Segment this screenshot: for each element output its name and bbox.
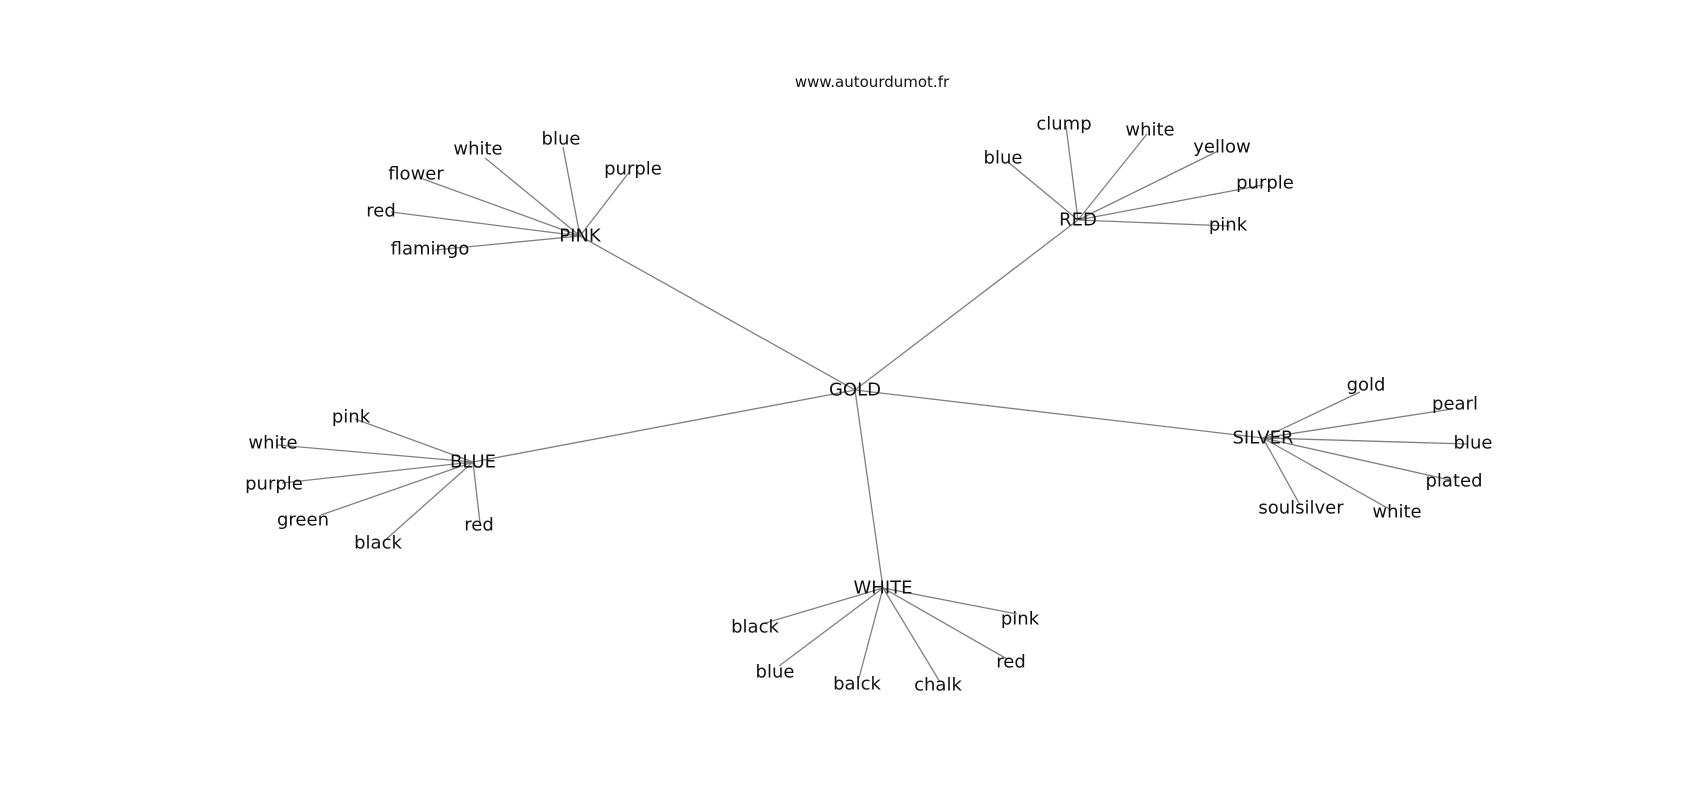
leaf-node-blue-red[interactable]: red xyxy=(464,515,494,536)
leaf-node-red-blue[interactable]: blue xyxy=(984,148,1023,169)
edge-pink-red xyxy=(390,211,581,237)
hub-node-white[interactable]: WHITE xyxy=(853,578,912,599)
edge-white-chalk xyxy=(882,587,941,683)
leaf-node-white-red[interactable]: red xyxy=(996,652,1026,673)
edge-pink-purple xyxy=(579,170,631,237)
hub-node-blue[interactable]: BLUE xyxy=(450,452,496,473)
edge-red-white xyxy=(1077,133,1148,221)
leaf-node-silver-white[interactable]: white xyxy=(1372,502,1421,523)
leaf-node-pink-red[interactable]: red xyxy=(366,201,396,222)
edge-silver-gold xyxy=(1262,391,1361,439)
edge-silver-plated xyxy=(1262,437,1451,481)
edge-gold-red xyxy=(854,219,1079,391)
leaf-node-blue-black[interactable]: black xyxy=(354,533,402,554)
edge-white-pink xyxy=(882,587,1018,615)
site-label[interactable]: www.autourdumot.fr xyxy=(795,73,950,91)
leaf-node-red-clump[interactable]: clump xyxy=(1036,114,1091,135)
edge-gold-silver xyxy=(854,389,1264,439)
edge-white-balck xyxy=(858,587,884,679)
edge-gold-pink xyxy=(579,235,856,391)
graph-edges xyxy=(276,125,1469,683)
edge-silver-pearl xyxy=(1262,408,1453,439)
edge-silver-white xyxy=(1262,437,1392,511)
leaf-node-silver-gold[interactable]: gold xyxy=(1347,375,1386,396)
edge-red-pink xyxy=(1077,219,1231,227)
edge-pink-blue xyxy=(562,146,581,237)
leaf-node-pink-purple[interactable]: purple xyxy=(604,159,662,180)
leaf-node-red-white[interactable]: white xyxy=(1125,120,1174,141)
leaf-node-silver-blue[interactable]: blue xyxy=(1454,433,1493,454)
leaf-node-blue-green[interactable]: green xyxy=(277,510,329,531)
edge-silver-blue xyxy=(1262,437,1469,445)
leaf-node-white-balck[interactable]: balck xyxy=(833,674,881,695)
leaf-node-silver-pearl[interactable]: pearl xyxy=(1432,394,1478,415)
edge-white-blue xyxy=(778,587,884,667)
leaf-node-blue-pink[interactable]: pink xyxy=(332,407,371,428)
edge-gold-white xyxy=(854,389,884,589)
hub-node-red[interactable]: RED xyxy=(1059,210,1097,231)
hub-node-pink[interactable]: PINK xyxy=(559,226,602,247)
leaf-node-red-yellow[interactable]: yellow xyxy=(1193,137,1250,158)
edge-red-clump xyxy=(1065,125,1079,221)
edge-gold-blue xyxy=(472,389,856,463)
edge-pink-flamingo xyxy=(434,235,581,251)
edge-blue-pink xyxy=(354,418,474,463)
edge-pink-flower xyxy=(422,178,581,237)
leaf-node-pink-flamingo[interactable]: flamingo xyxy=(391,239,470,260)
edge-silver-soulsilver xyxy=(1262,437,1301,506)
leaf-node-blue-white[interactable]: white xyxy=(248,433,297,454)
leaf-node-white-blue[interactable]: blue xyxy=(756,662,795,683)
leaf-node-pink-flower[interactable]: flower xyxy=(388,164,444,185)
leaf-node-red-pink[interactable]: pink xyxy=(1209,215,1248,236)
edge-red-purple xyxy=(1077,184,1264,221)
edge-red-yellow xyxy=(1077,150,1219,221)
graph-labels: www.autourdumot.fr white blue purple flower… xyxy=(245,73,1492,696)
edge-blue-black xyxy=(382,461,474,543)
leaf-node-pink-blue[interactable]: blue xyxy=(542,129,581,150)
leaf-node-white-chalk[interactable]: chalk xyxy=(914,675,962,696)
center-node[interactable]: GOLD xyxy=(829,380,881,401)
edge-red-blue xyxy=(1007,161,1079,221)
edge-pink-white xyxy=(484,157,581,237)
leaf-node-red-purple[interactable]: purple xyxy=(1236,173,1294,194)
leaf-node-pink-white[interactable]: white xyxy=(453,139,502,160)
edge-white-black xyxy=(761,587,884,625)
edge-blue-green xyxy=(320,461,474,516)
leaf-node-silver-plated[interactable]: plated xyxy=(1425,471,1482,492)
leaf-node-white-pink[interactable]: pink xyxy=(1001,609,1040,630)
edge-blue-white xyxy=(276,444,474,463)
leaf-node-white-black[interactable]: black xyxy=(731,617,779,638)
leaf-node-blue-purple[interactable]: purple xyxy=(245,474,303,495)
edge-white-red xyxy=(882,587,1008,660)
hub-node-silver[interactable]: SILVER xyxy=(1233,428,1294,449)
leaf-node-silver-soulsilver[interactable]: soulsilver xyxy=(1258,498,1344,519)
edge-blue-purple xyxy=(281,461,474,484)
edge-blue-red xyxy=(472,461,481,524)
